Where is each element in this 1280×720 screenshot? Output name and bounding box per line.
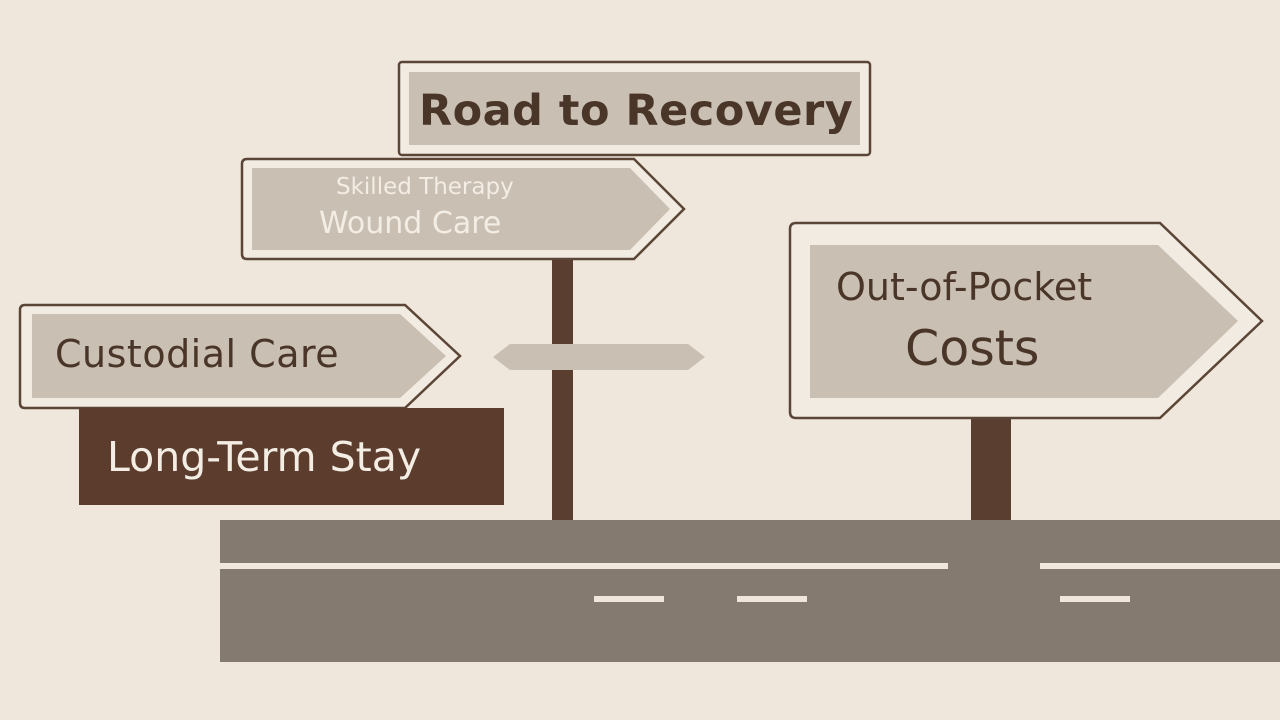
costs-label: Costs (905, 320, 1040, 377)
road-surface (220, 520, 1280, 662)
custodial-care-label: Custodial Care (55, 332, 340, 376)
long-term-stay-label: Long-Term Stay (107, 433, 422, 481)
road (220, 520, 1280, 662)
road-dash (1060, 596, 1130, 602)
center-signpost (552, 255, 573, 520)
blank-arrow-sign (493, 344, 705, 370)
long-term-stay-sign (79, 408, 504, 505)
out-of-pocket-label: Out-of-Pocket (836, 265, 1093, 309)
road-dash (594, 596, 664, 602)
road-edge-line-left (220, 563, 948, 569)
custodial-sign-panel (32, 314, 446, 398)
road-to-recovery-sign-panel (409, 72, 860, 145)
skilled-therapy-label: Skilled Therapy (336, 174, 514, 200)
road-edge-line-right (1040, 563, 1280, 569)
therapy-sign-panel (252, 168, 670, 250)
wound-care-label: Wound Care (319, 206, 502, 241)
road-dash (737, 596, 807, 602)
road-to-recovery-label: Road to Recovery (419, 86, 854, 136)
right-signpost (971, 415, 1011, 520)
out-of-pocket-sign-panel (810, 245, 1238, 398)
